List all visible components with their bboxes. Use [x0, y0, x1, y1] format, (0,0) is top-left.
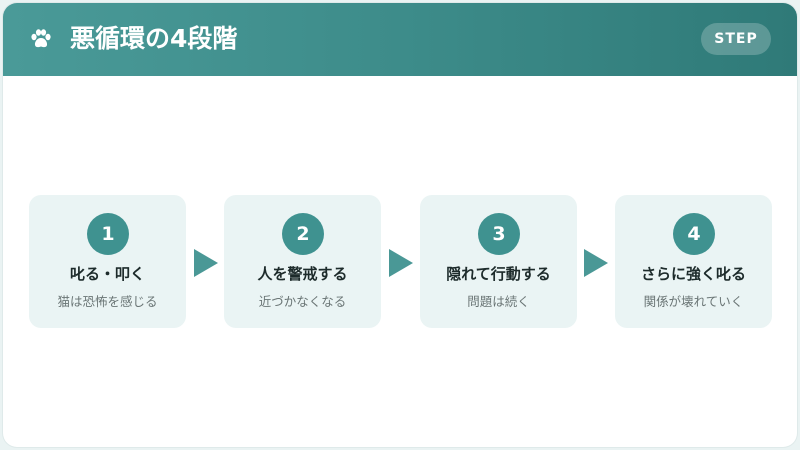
step-title: 隠れて行動する: [446, 265, 551, 283]
arrow-right-icon: [584, 249, 608, 277]
step-card-4: 4 さらに強く叱る 関係が壊れていく: [615, 195, 772, 328]
step-card-1: 1 叱る・叩く 猫は恐怖を感じる: [29, 195, 186, 328]
arrow-right-icon: [389, 249, 413, 277]
step-card-3: 3 隠れて行動する 問題は続く: [420, 195, 577, 328]
step-title: 叱る・叩く: [69, 265, 145, 283]
step-description: 猫は恐怖を感じる: [57, 294, 158, 309]
step-number: 3: [478, 213, 520, 255]
step-badge: STEP: [701, 23, 771, 55]
step-title: さらに強く叱る: [640, 265, 746, 283]
arrow-right-icon: [194, 249, 218, 277]
step-description: 近づかなくなる: [258, 294, 347, 309]
header-bar: 悪循環の4段階 STEP: [3, 3, 797, 76]
step-description: 問題は続く: [467, 294, 530, 309]
slide-frame: 悪循環の4段階 STEP 1 叱る・叩く 猫は恐怖を感じる 2 人を警戒する 近…: [3, 3, 797, 447]
step-number: 1: [87, 213, 129, 255]
step-title: 人を警戒する: [257, 265, 348, 283]
step-description: 関係が壊れていく: [643, 294, 744, 309]
paw-icon: [31, 29, 51, 48]
step-card-2: 2 人を警戒する 近づかなくなる: [224, 195, 381, 328]
step-number: 4: [673, 213, 715, 255]
page-title: 悪循環の4段階: [70, 24, 238, 53]
step-number: 2: [282, 213, 324, 255]
